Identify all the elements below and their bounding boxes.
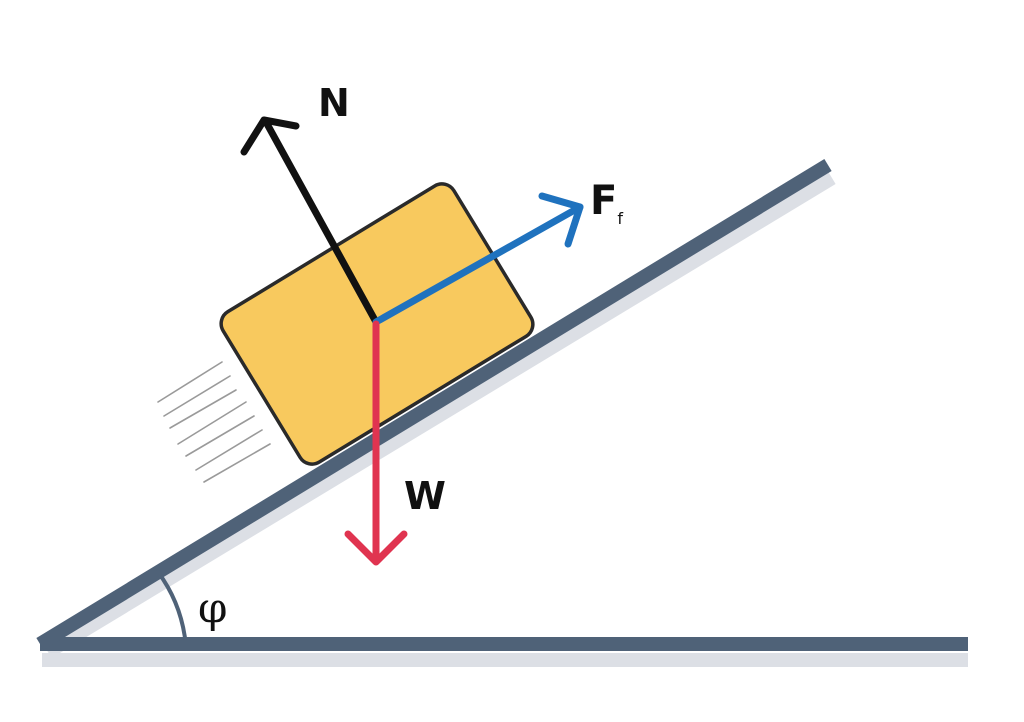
friction-force-arrow bbox=[372, 192, 584, 326]
slope-line bbox=[36, 159, 832, 650]
friction-force-label: Ff bbox=[590, 178, 623, 228]
motion-lines bbox=[157, 361, 271, 483]
incline bbox=[36, 159, 968, 651]
weight-label: W bbox=[404, 474, 446, 518]
incline-shadow bbox=[42, 172, 968, 667]
angle-arc bbox=[156, 570, 187, 640]
normal-force-arrow bbox=[240, 116, 380, 326]
angle-label: φ bbox=[198, 583, 227, 632]
weight-arrow bbox=[344, 320, 408, 566]
normal-force-label: N bbox=[318, 81, 350, 125]
friction-subscript: f bbox=[617, 209, 623, 228]
